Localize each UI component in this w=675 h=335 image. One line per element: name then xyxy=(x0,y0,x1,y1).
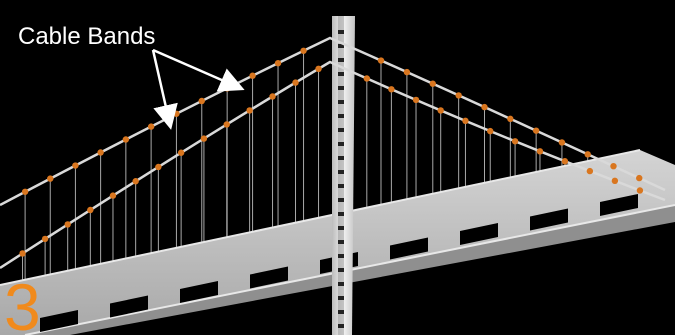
cable-band xyxy=(462,118,468,124)
tower-notch xyxy=(338,198,344,202)
cable-band xyxy=(533,127,539,133)
cable-band xyxy=(123,136,129,142)
cable-band xyxy=(22,189,28,195)
cable-band xyxy=(224,85,230,91)
tower-notch xyxy=(338,296,344,300)
cable-band xyxy=(47,175,53,181)
cable-band xyxy=(275,60,281,66)
cable-band xyxy=(612,178,618,184)
tower-notch xyxy=(338,254,344,258)
cable-band xyxy=(404,69,410,75)
cable-band xyxy=(199,98,205,104)
cable-band xyxy=(173,111,179,117)
cable-band xyxy=(72,162,78,168)
cable-band xyxy=(636,175,642,181)
cable-band xyxy=(637,187,643,193)
cable-band xyxy=(246,107,252,113)
cable-band xyxy=(388,86,394,92)
cable-band xyxy=(155,164,161,170)
tower-notch xyxy=(338,30,344,34)
cable-band xyxy=(292,79,298,85)
cable-band xyxy=(87,207,93,213)
cable-band xyxy=(249,73,255,79)
cable-band xyxy=(64,221,70,227)
cable-band xyxy=(97,149,103,155)
tower-notch xyxy=(338,142,344,146)
tower-notch xyxy=(338,310,344,314)
cable-band xyxy=(610,163,616,169)
cable-band xyxy=(585,151,591,157)
cable-band xyxy=(300,48,306,54)
tower-notch xyxy=(338,86,344,90)
cable-band xyxy=(537,148,543,154)
cable-band xyxy=(364,75,370,81)
cable-band xyxy=(559,139,565,145)
tower-notch xyxy=(338,184,344,188)
cable-band xyxy=(19,250,25,256)
cable-band xyxy=(224,121,230,127)
cable-band xyxy=(178,150,184,156)
tower-notch xyxy=(338,282,344,286)
cable-band xyxy=(587,168,593,174)
tower-notch xyxy=(338,170,344,174)
cable-band xyxy=(42,236,48,242)
cable-band xyxy=(413,97,419,103)
cable-band xyxy=(481,104,487,110)
cable-band xyxy=(110,192,116,198)
tower-notch xyxy=(338,268,344,272)
cable-band xyxy=(562,158,568,164)
tower-notch xyxy=(338,324,344,328)
cable-band xyxy=(201,135,207,141)
tower-notch xyxy=(338,212,344,216)
tower-notch xyxy=(338,100,344,104)
cable-band xyxy=(455,92,461,98)
cable-band xyxy=(378,57,384,63)
tower-notch xyxy=(338,114,344,118)
tower-slot xyxy=(338,16,344,335)
tower-notch xyxy=(338,226,344,230)
cable-band xyxy=(512,138,518,144)
cable-band xyxy=(507,116,513,122)
cable-band xyxy=(430,81,436,87)
tower-notch xyxy=(338,58,344,62)
tower-notch xyxy=(338,72,344,76)
cable-band xyxy=(269,93,275,99)
step-number: 3 xyxy=(4,270,41,335)
cable-band xyxy=(487,128,493,134)
tower-notch xyxy=(338,128,344,132)
cable-band xyxy=(148,123,154,129)
cable-band xyxy=(315,66,321,72)
cable-band xyxy=(132,178,138,184)
cable-bands-label: Cable Bands xyxy=(18,23,155,50)
cable-band xyxy=(438,107,444,113)
tower-notch xyxy=(338,156,344,160)
tower-notch xyxy=(338,240,344,244)
